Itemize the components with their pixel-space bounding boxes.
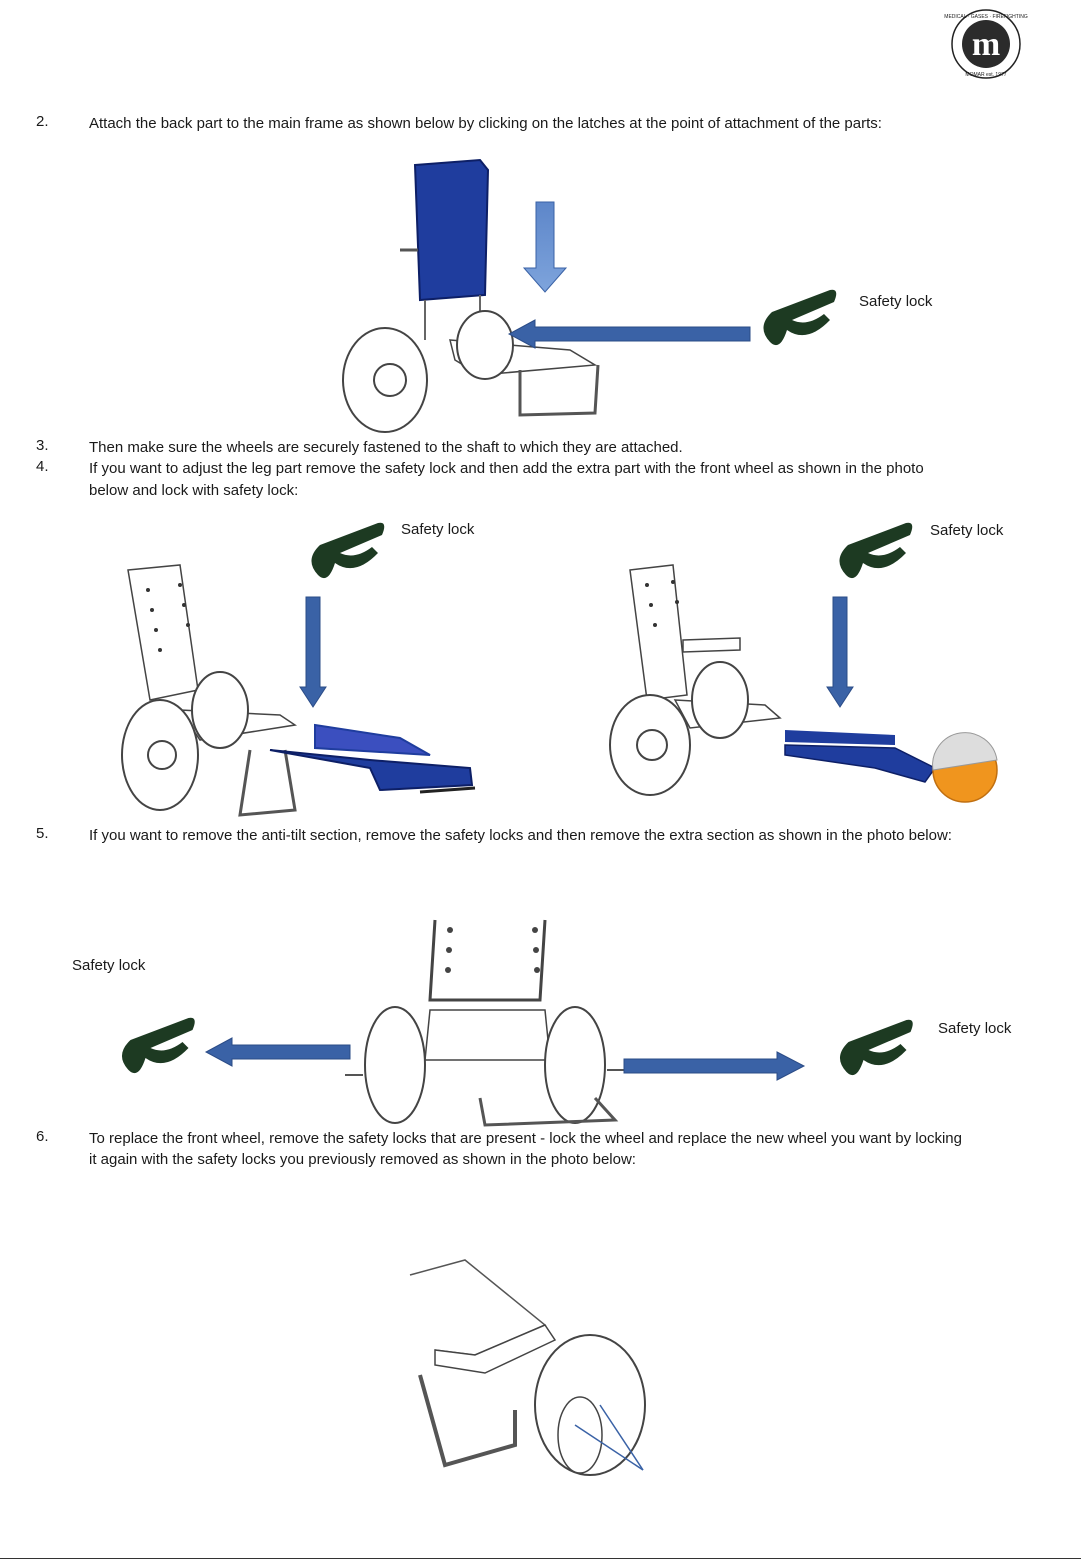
safety-lock-icon <box>311 522 385 579</box>
figure-back-attach <box>342 158 600 433</box>
company-logo: m MEDICAL · GASES · FIREFIGHTING MOMAR e… <box>944 9 1028 79</box>
logo-letter: m <box>972 26 1000 63</box>
step-4-text-line2: below and lock with safety lock: <box>89 482 299 499</box>
logo-ring-bottom: MOMAR est. 1977 <box>965 72 1006 78</box>
step-6-text-line1: To replace the front wheel, remove the s… <box>89 1130 962 1147</box>
safety-lock-icon <box>839 522 913 579</box>
down-arrow <box>299 596 327 708</box>
figure-wheel-replace <box>409 1259 646 1476</box>
step-4-number: 4. <box>36 458 49 475</box>
figure-anti-tilt <box>345 919 625 1127</box>
left-arrow <box>507 319 751 349</box>
step-3-number: 3. <box>36 437 49 454</box>
step-3-text: Then make sure the wheels are securely f… <box>89 439 683 456</box>
step-4-text-line1: If you want to adjust the leg part remov… <box>89 460 924 477</box>
safety-lock-label: Safety lock <box>72 957 146 974</box>
figure-leg-part <box>121 564 476 817</box>
left-arrow <box>204 1037 351 1067</box>
step-5-text: If you want to remove the anti-tilt sect… <box>89 827 952 844</box>
right-arrow <box>623 1051 806 1081</box>
step-2-text: Attach the back part to the main frame a… <box>89 115 882 132</box>
safety-lock-label: Safety lock <box>401 521 475 538</box>
safety-lock-label: Safety lock <box>930 522 1004 539</box>
step-5-number: 5. <box>36 825 49 842</box>
step-6-number: 6. <box>36 1128 49 1145</box>
step-2-number: 2. <box>36 113 49 130</box>
safety-lock-icon <box>763 289 837 346</box>
safety-lock-icon <box>121 1017 195 1074</box>
safety-lock-icon <box>839 1019 913 1076</box>
footer-divider <box>0 1558 1081 1559</box>
safety-lock-label: Safety lock <box>859 293 933 310</box>
figure-front-wheel <box>609 564 998 803</box>
down-arrow <box>522 201 568 293</box>
down-arrow <box>826 596 854 708</box>
step-6-text-line2: it again with the safety locks you previ… <box>89 1151 636 1168</box>
safety-lock-label: Safety lock <box>938 1020 1012 1037</box>
logo-ring-top: MEDICAL · GASES · FIREFIGHTING <box>944 14 1028 20</box>
